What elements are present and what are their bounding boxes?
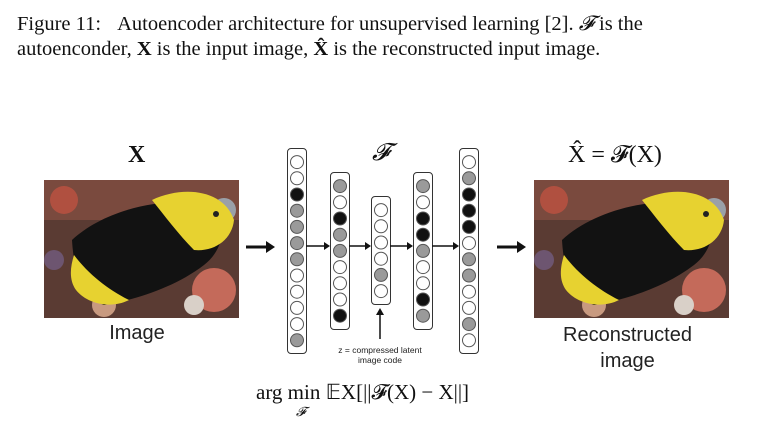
caption-x-symbol: X [136,38,152,60]
neuron [416,308,430,323]
output-caption-line2: image [600,350,655,372]
neuron [333,179,347,194]
neuron [462,268,476,283]
neuron [416,243,430,258]
neuron [374,219,388,234]
neuron [333,308,347,323]
neuron [462,284,476,299]
neuron [333,260,347,275]
input-image [44,180,239,318]
caption-is-the: is the [599,13,643,35]
network-layer-1 [287,148,307,355]
caption-f-symbol: 𝓕 [578,13,594,35]
output-caption: Reconstructed image [540,322,715,374]
neuron [462,155,476,170]
neuron [290,171,304,186]
network-layer-2 [330,172,350,330]
output-label: X̂ = 𝓕(X) [568,142,662,168]
bottleneck-note-line1: z = compressed latent [338,345,422,355]
neuron [290,252,304,267]
neuron [374,235,388,250]
caption-xhat-symbol: X̂ [313,38,329,60]
caption-text-1: Autoencoder architecture for unsupervise… [117,13,574,35]
neuron [416,276,430,291]
neuron [290,203,304,218]
neuron [462,252,476,267]
layer-connector-arrow [390,242,413,250]
network-layer-5 [459,148,479,355]
neuron [462,317,476,332]
neuron [290,155,304,170]
caption-recon-desc: is the reconstructed input image. [333,38,601,60]
neuron [290,236,304,251]
figure-number: Figure 11: [17,13,102,35]
neuron [416,195,430,210]
objective-formula: arg min 𝔼X[||𝓕(X) − X||] 𝓕 [256,380,556,419]
neuron [374,284,388,299]
neuron [290,333,304,348]
neuron [462,300,476,315]
neuron [290,300,304,315]
figure-caption: Figure 11: Autoencoder architecture for u… [17,12,752,62]
input-arrow [246,241,275,253]
neuron [462,203,476,218]
neuron [333,195,347,210]
neuron [416,211,430,226]
neuron [416,227,430,242]
layer-connector-arrow [349,242,371,250]
caption-input-desc: is the input image, [156,38,309,60]
input-label: X [128,142,146,168]
neuron [290,187,304,202]
network-label: 𝓕 [372,140,390,166]
neuron [416,260,430,275]
neuron [374,267,388,282]
network-layer-4 [413,172,433,330]
output-arrow [497,241,526,253]
neuron [416,292,430,307]
neuron [374,251,388,266]
neuron [333,227,347,242]
caption-text-2: autoenconder, [17,38,132,60]
neuron [374,203,388,218]
neuron [333,211,347,226]
neuron [333,292,347,307]
bottleneck-arrow [376,308,384,339]
neuron [290,268,304,283]
neuron [462,171,476,186]
output-caption-line1: Reconstructed [563,324,692,346]
input-caption: Image [109,322,165,344]
bottleneck-note-line2: image code [358,355,402,365]
neuron [416,179,430,194]
neuron [462,187,476,202]
objective-text: arg min 𝔼X[||𝓕(X) − X||] [256,380,470,404]
layer-connector-arrow [432,242,459,250]
neuron [290,219,304,234]
neuron [462,236,476,251]
bottleneck-note: z = compressed latent image code [325,345,435,365]
layer-connector-arrow [306,242,330,250]
neuron [462,219,476,234]
neuron [333,243,347,258]
objective-subscript: 𝓕 [296,404,306,419]
neuron [290,317,304,332]
network-layer-3 [371,196,391,306]
neuron [333,276,347,291]
neuron [290,284,304,299]
neuron [462,333,476,348]
output-image [534,180,729,318]
